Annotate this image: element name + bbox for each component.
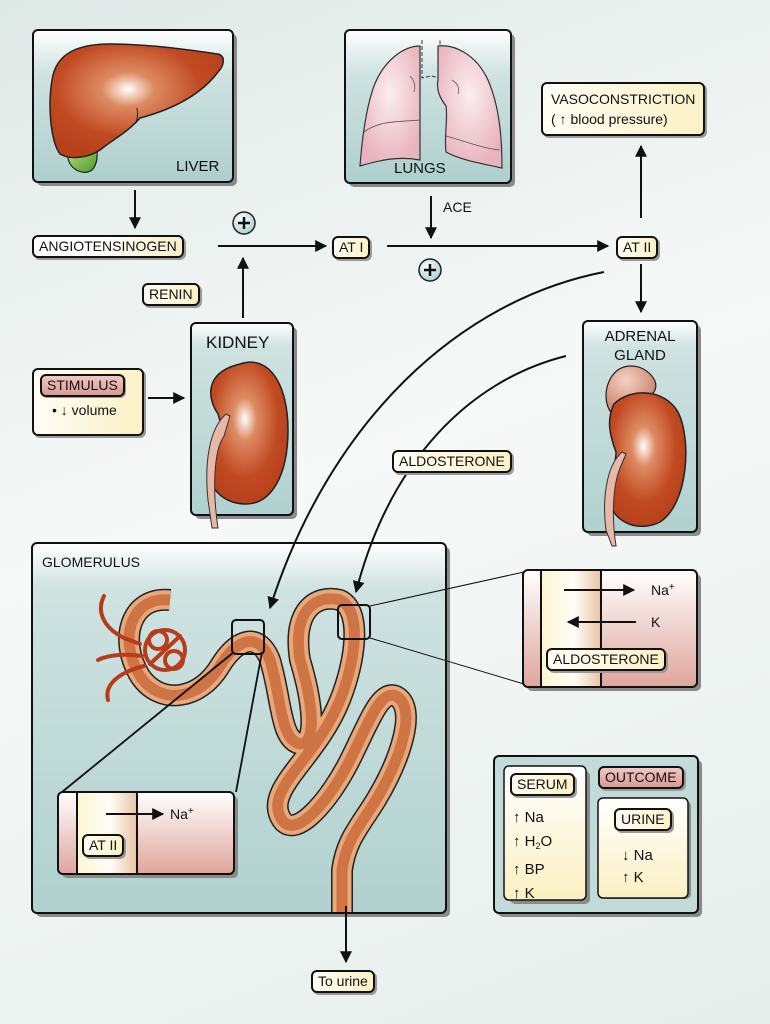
glomerular-capillaries-icon — [96, 594, 187, 702]
glomerulus-panel — [31, 542, 525, 964]
plus-icon — [232, 211, 256, 235]
adrenal-gland-label: ADRENAL GLAND — [600, 327, 680, 365]
stimulus-title: STIMULUS — [40, 374, 125, 397]
proximal-na-label: Na+ — [170, 806, 194, 822]
vasoconstriction-box: VASOCONSTRICTION ( ↑ blood pressure) — [541, 82, 706, 136]
renin-label: RENIN — [142, 283, 200, 306]
distal-focus-box — [337, 604, 371, 640]
proximal-focus-box — [231, 619, 265, 655]
ace-label: ACE — [443, 199, 472, 215]
distal-aldosterone-label: ALDOSTERONE — [546, 648, 666, 671]
adrenal-kidney-icon — [608, 392, 687, 527]
serum-item: ↑ K — [513, 885, 535, 902]
serum-item: ↑ Na — [513, 809, 544, 826]
stimulus-box: STIMULUS • ↓ volume — [32, 368, 144, 436]
adrenal-label-line1: ADRENAL — [604, 328, 676, 345]
glomerulus-label: GLOMERULUS — [42, 554, 141, 570]
outcome-title: OUTCOME — [598, 766, 684, 789]
lungs-label: LUNGS — [394, 160, 446, 177]
liver-icon — [49, 43, 224, 159]
liver-label: LIVER — [176, 158, 220, 175]
nephron-tubule-icon — [118, 587, 417, 912]
vasoconstriction-label: VASOCONSTRICTION — [551, 91, 696, 107]
stimulus-item: • ↓ volume — [52, 402, 117, 418]
kidney-label: KIDNEY — [206, 333, 270, 352]
proximal-at2-label: AT II — [82, 834, 125, 857]
lungs-panel — [344, 29, 515, 187]
arrow-aldosterone-to-distal-tubule — [352, 355, 567, 594]
distal-na-label: Na+ — [651, 582, 675, 598]
urine-title: URINE — [614, 808, 672, 831]
plus-icon — [418, 258, 442, 282]
distal-k-label: K — [651, 614, 661, 630]
at2-label: AT II — [616, 236, 659, 259]
adrenal-label-line2: GLAND — [614, 347, 666, 364]
lungs-icon — [359, 40, 503, 169]
serum-title: SERUM — [510, 773, 575, 796]
ureter-icon — [206, 413, 231, 529]
angiotensinogen-label: ANGIOTENSINOGEN — [32, 235, 184, 258]
liver-panel — [32, 29, 237, 186]
kidney-panel — [190, 322, 297, 529]
urine-item: ↑ K — [622, 869, 644, 886]
blood-pressure-label: ( ↑ blood pressure) — [551, 111, 668, 127]
at1-label: AT I — [332, 236, 371, 259]
serum-item: ↑ H2O — [513, 833, 553, 851]
aldosterone-label: ALDOSTERONE — [392, 450, 512, 473]
adrenal-panel — [582, 320, 701, 547]
serum-item: ↑ BP — [513, 861, 545, 878]
urine-item: ↓ Na — [622, 847, 653, 864]
urine-list: ↓ Na ↑ K — [622, 845, 653, 889]
arrow-at2-to-proximal-tubule — [267, 271, 605, 610]
to-urine-label: To urine — [311, 970, 375, 993]
pathway-arrows — [129, 144, 647, 610]
serum-list: ↑ Na ↑ H2O ↑ BP ↑ K — [513, 806, 552, 906]
kidney-icon — [208, 361, 289, 505]
